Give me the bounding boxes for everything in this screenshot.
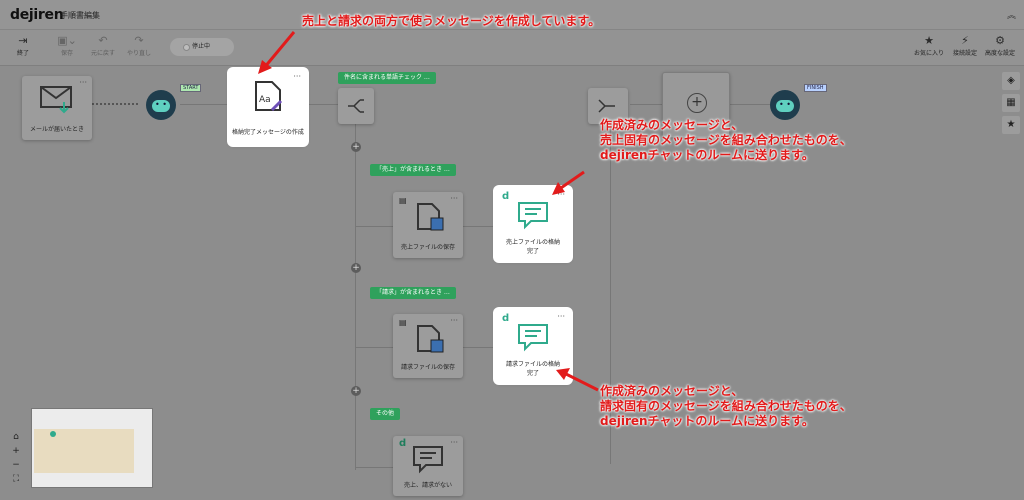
top-bar: [0, 0, 1024, 30]
merge-node[interactable]: [588, 88, 628, 124]
connector: [610, 124, 611, 464]
add-step-button[interactable]: +: [351, 142, 361, 152]
annotation-arrow-bottom: [556, 368, 599, 392]
chat-message-icon: [518, 202, 548, 230]
redo-button[interactable]: ↷やり直し: [124, 34, 154, 57]
connection-icon: ⚡: [961, 34, 969, 47]
connector: [180, 104, 228, 105]
save-bill-file-node[interactable]: ··· ▤ 請求ファイルの保存: [393, 314, 463, 378]
chevrons-up-icon[interactable]: ︽: [1006, 11, 1016, 21]
file-save-icon: [417, 325, 444, 353]
connector: [355, 347, 393, 348]
undo-button[interactable]: ↶元に戻す: [88, 34, 118, 57]
svg-text:Aa: Aa: [259, 95, 271, 105]
star-icon[interactable]: ★: [1002, 116, 1020, 134]
connector: [355, 226, 393, 227]
connector: [462, 226, 494, 227]
annotation-bottom: 作成済みのメッセージと、 請求固有のメッセージを組み合わせたものを、 dejir…: [600, 384, 852, 428]
minimap[interactable]: [31, 408, 153, 488]
more-icon[interactable]: ···: [557, 312, 565, 321]
dejiren-logo-icon: d: [399, 438, 407, 449]
branch-node[interactable]: [338, 88, 374, 124]
zoom-in-button[interactable]: +: [12, 446, 20, 456]
file-save-icon: [417, 203, 444, 231]
branch-check-tag[interactable]: 件名に含まれる単語チェック …: [338, 72, 436, 84]
gear-icon: ⚙: [995, 34, 1005, 47]
more-icon[interactable]: ···: [293, 72, 301, 81]
condition-sales-tag[interactable]: 「売上」が含まれるとき …: [370, 164, 456, 176]
trigger-node[interactable]: ··· メールが届いたとき: [22, 76, 92, 140]
compose-message-node[interactable]: ··· Aa 格納完了メッセージの作成: [230, 70, 306, 144]
annotation-middle: 作成済みのメッセージと、 売上固有のメッセージを組み合わせたものを、 dejir…: [600, 118, 852, 162]
connector: [730, 104, 770, 105]
add-circle-icon: +: [687, 93, 707, 113]
exit-button[interactable]: ⇥終了: [8, 34, 38, 57]
home-icon[interactable]: ⌂: [13, 432, 19, 442]
undo-icon: ↶: [98, 34, 108, 47]
text-document-icon: Aa: [255, 81, 283, 112]
connection-settings-button[interactable]: ⚡接続設定: [948, 34, 982, 57]
annotation-arrow-top: [258, 31, 296, 74]
flow-canvas[interactable]: [0, 66, 1024, 500]
chat-message-icon: [413, 446, 443, 474]
redo-icon: ↷: [134, 34, 144, 47]
other-message-node[interactable]: ··· d 売上、請求がない: [393, 436, 463, 496]
more-icon[interactable]: ···: [450, 438, 458, 447]
app-logo: dejiren: [10, 7, 64, 23]
connector: [462, 347, 494, 348]
connector: [355, 467, 393, 468]
document-small-icon: ▤: [399, 318, 407, 327]
annotation-arrow-middle: [552, 170, 585, 195]
save-button[interactable]: ▣⌄保存: [52, 34, 82, 57]
more-icon[interactable]: ···: [79, 78, 87, 87]
sales-message-node[interactable]: ··· d 売上ファイルの格納完了: [496, 188, 570, 260]
finish-tag: FINISH: [804, 84, 827, 92]
status-toggle[interactable]: 停止中: [170, 38, 234, 56]
start-mascot-icon: [146, 90, 176, 120]
chat-message-icon: [518, 324, 548, 352]
zoom-out-button[interactable]: −: [12, 460, 20, 470]
library-icon[interactable]: ▦: [1002, 94, 1020, 112]
minimap-node: [50, 431, 56, 437]
start-tag: START: [180, 84, 202, 92]
fit-view-icon[interactable]: ⛶: [12, 474, 20, 484]
dejiren-logo-icon: d: [502, 191, 510, 202]
document-small-icon: ▤: [399, 196, 407, 205]
branch-icon: [348, 99, 364, 113]
status-dot-icon: [183, 44, 190, 51]
add-step-button[interactable]: +: [351, 263, 361, 273]
exit-icon: ⇥: [18, 34, 28, 47]
finish-mascot-icon: [770, 90, 800, 120]
connector: [355, 124, 356, 470]
merge-icon: [598, 99, 615, 113]
connector: [630, 104, 662, 105]
advanced-settings-button[interactable]: ⚙高度な設定: [982, 34, 1018, 57]
save-sales-file-node[interactable]: ··· ▤ 売上ファイルの保存: [393, 192, 463, 258]
connector: [92, 103, 140, 105]
star-icon: ★: [924, 34, 934, 47]
page-title: 手順書編集: [60, 11, 100, 20]
condition-other-tag[interactable]: その他: [370, 408, 401, 420]
add-step-button[interactable]: +: [351, 386, 361, 396]
more-icon[interactable]: ···: [557, 190, 565, 199]
mail-received-icon: [40, 86, 72, 114]
condition-bill-tag[interactable]: 「請求」が含まれるとき …: [370, 287, 456, 299]
favorite-button[interactable]: ★お気に入り: [913, 34, 944, 57]
dejiren-logo-icon: d: [502, 313, 510, 324]
annotation-top: 売上と請求の両方で使うメッセージを作成しています。: [302, 14, 601, 28]
cube-icon[interactable]: ◈: [1002, 72, 1020, 90]
connector: [306, 104, 338, 105]
more-icon[interactable]: ···: [450, 316, 458, 325]
more-icon[interactable]: ···: [450, 194, 458, 203]
minimap-viewport[interactable]: [34, 429, 134, 473]
add-node-placeholder[interactable]: +: [662, 72, 730, 138]
save-icon: ▣⌄: [57, 34, 77, 47]
